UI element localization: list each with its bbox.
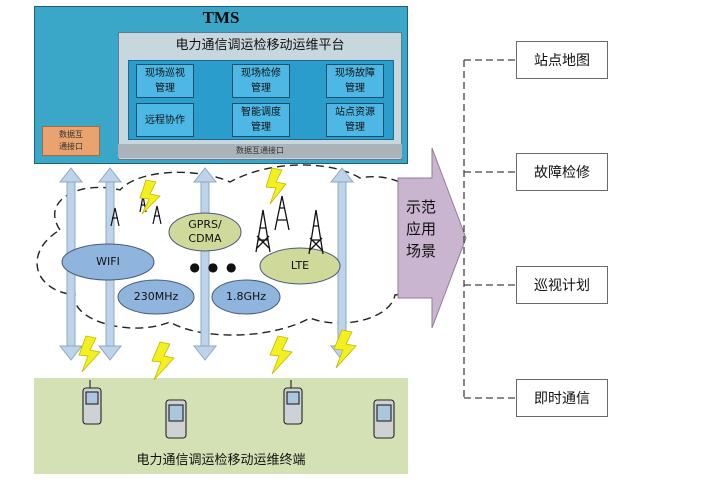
- handset-icon-4: [373, 399, 395, 439]
- handset-icon-2: [165, 399, 187, 439]
- scene-label: 示范 应用 场景: [405, 198, 436, 260]
- module-site-maintenance: 现场检修 管理: [232, 64, 290, 98]
- tower-icon: [255, 195, 324, 255]
- scene-connector-lines: [463, 59, 516, 399]
- interface-box-left: 数据互 通接口: [42, 126, 100, 156]
- network-gprs-ellipse: [168, 212, 242, 252]
- terminal-label: 电力通信调运检移动运维终端: [136, 453, 306, 468]
- network-wifi-label: WIFI: [96, 255, 120, 268]
- cloud-outline: [36, 164, 436, 336]
- network-lte-label: LTE: [290, 259, 310, 272]
- module-remote-collab: 远程协作: [136, 103, 194, 137]
- tms-title: TMS: [202, 8, 240, 27]
- more-networks-dots: ● ● ●: [189, 260, 239, 274]
- interface-bar-bottom: 数据互通接口: [118, 144, 402, 158]
- network-lte-ellipse: [259, 247, 341, 285]
- scene-site-map: 站点地图: [516, 41, 608, 79]
- scene-arrow: [397, 147, 467, 329]
- lightning-icon: [78, 167, 357, 381]
- module-site-patrol: 现场巡视 管理: [136, 64, 194, 98]
- data-arrow-3: [192, 167, 218, 361]
- module-site-resource: 站点资源 管理: [326, 103, 384, 137]
- network-wifi-ellipse: [61, 243, 155, 281]
- network-230mhz-label: 230MHz: [133, 290, 179, 303]
- network-230mhz-ellipse: [117, 279, 195, 315]
- scene-patrol-plan: 巡视计划: [516, 266, 608, 304]
- network-gprs-label: GPRS/ CDMA: [188, 218, 222, 245]
- handset-icon-3: [283, 380, 303, 425]
- network-18ghz-ellipse: [211, 279, 281, 315]
- module-smart-dispatch: 智能调度 管理: [232, 103, 290, 137]
- platform-title: 电力通信调运检移动运维平台: [175, 38, 345, 53]
- module-site-fault: 现场故障 管理: [326, 64, 384, 98]
- scene-fault-repair: 故障检修: [516, 153, 608, 191]
- network-18ghz-label: 1.8GHz: [225, 290, 267, 303]
- scene-instant-messaging: 即时通信: [516, 379, 608, 417]
- handset-icon-1: [82, 380, 102, 425]
